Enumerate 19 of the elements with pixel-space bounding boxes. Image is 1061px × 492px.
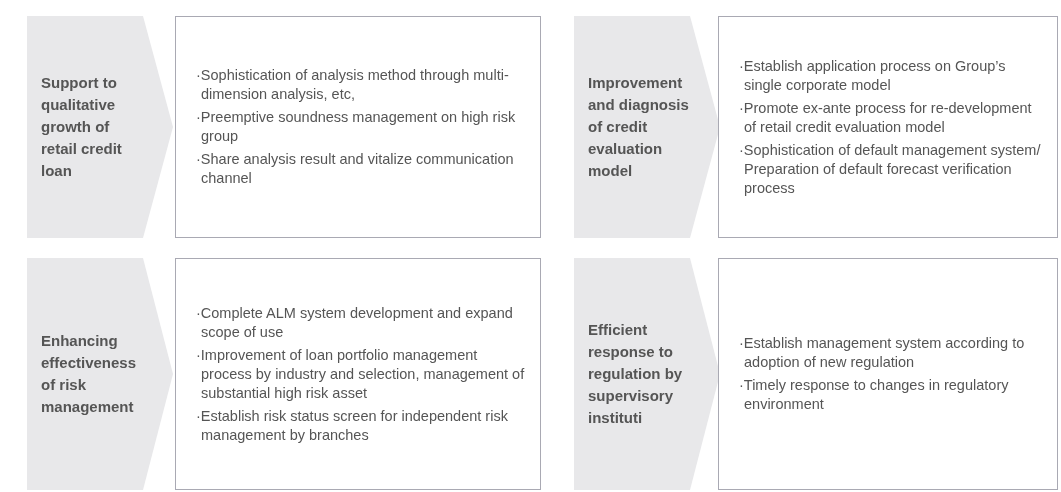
bullet-text: ·Sophistication of default management system/ Preparation of default forecast verification process (739, 140, 1042, 198)
content-box (718, 16, 1058, 238)
content-box (175, 258, 541, 490)
bullet-text: ·Establish management system according to adoption of new regulation (739, 334, 1026, 372)
chevron-tab: Enhancing effectiveness of risk management (27, 258, 173, 490)
bullet-text: ·Complete ALM system development and expand scope of use (196, 303, 514, 342)
content-box (718, 258, 1058, 490)
bullet-text: ·Promote ex-ante process for re-development of retail credit evaluation model (739, 98, 1033, 137)
bullet-text: ·Share analysis result and vitalize communication channel (196, 150, 515, 188)
bullet-text: ·Preemptive soundness management on high risk group (196, 108, 517, 146)
bullet-text: ·Sophistication of analysis method through multi-dimension analysis, etc, (196, 66, 510, 104)
bullet-text: ·Establish application process on Group’s single corporate model (739, 56, 1007, 95)
chevron-tab: Support to qualitative growth of retail credit loan (27, 16, 173, 238)
bullet-text: ·Timely response to changes in regulatory environment (739, 376, 1010, 414)
chevron-tab: Efficient response to regulation by supervisory instituti (574, 258, 720, 490)
chevron-tab: Improvement and diagnosis of credit evaluation model (574, 16, 720, 238)
bullet-text: ·Improvement of loan portfolio management process by industry and selection, management of substantial high risk asset (196, 345, 526, 403)
bullet-text: ·Establish risk status screen for independent risk management by branches (196, 406, 509, 445)
content-box (175, 16, 541, 238)
